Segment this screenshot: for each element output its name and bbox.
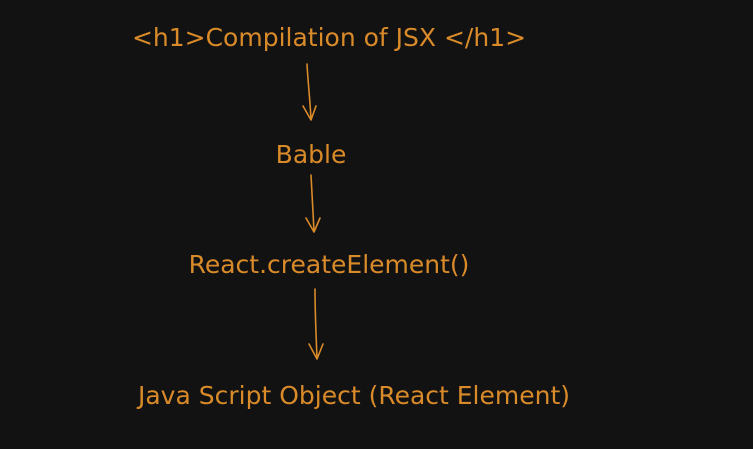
node-jsx-compilation: <h1>Compilation of JSX </h1> bbox=[131, 23, 527, 52]
arrowhead bbox=[308, 343, 324, 360]
arrow-n1-to-n2 bbox=[302, 63, 317, 121]
arrowhead bbox=[305, 217, 321, 233]
arrow-n3-to-n4 bbox=[308, 288, 324, 360]
node-babel: Bable bbox=[275, 140, 347, 169]
arrowhead bbox=[302, 105, 317, 121]
arrow-shaft bbox=[314, 288, 318, 359]
arrow-shaft bbox=[306, 63, 312, 120]
node-javascript-object: Java Script Object (React Element) bbox=[137, 381, 571, 410]
arrow-n2-to-n3 bbox=[305, 174, 321, 233]
arrow-shaft bbox=[310, 174, 315, 232]
node-react-create-element: React.createElement() bbox=[188, 250, 470, 279]
